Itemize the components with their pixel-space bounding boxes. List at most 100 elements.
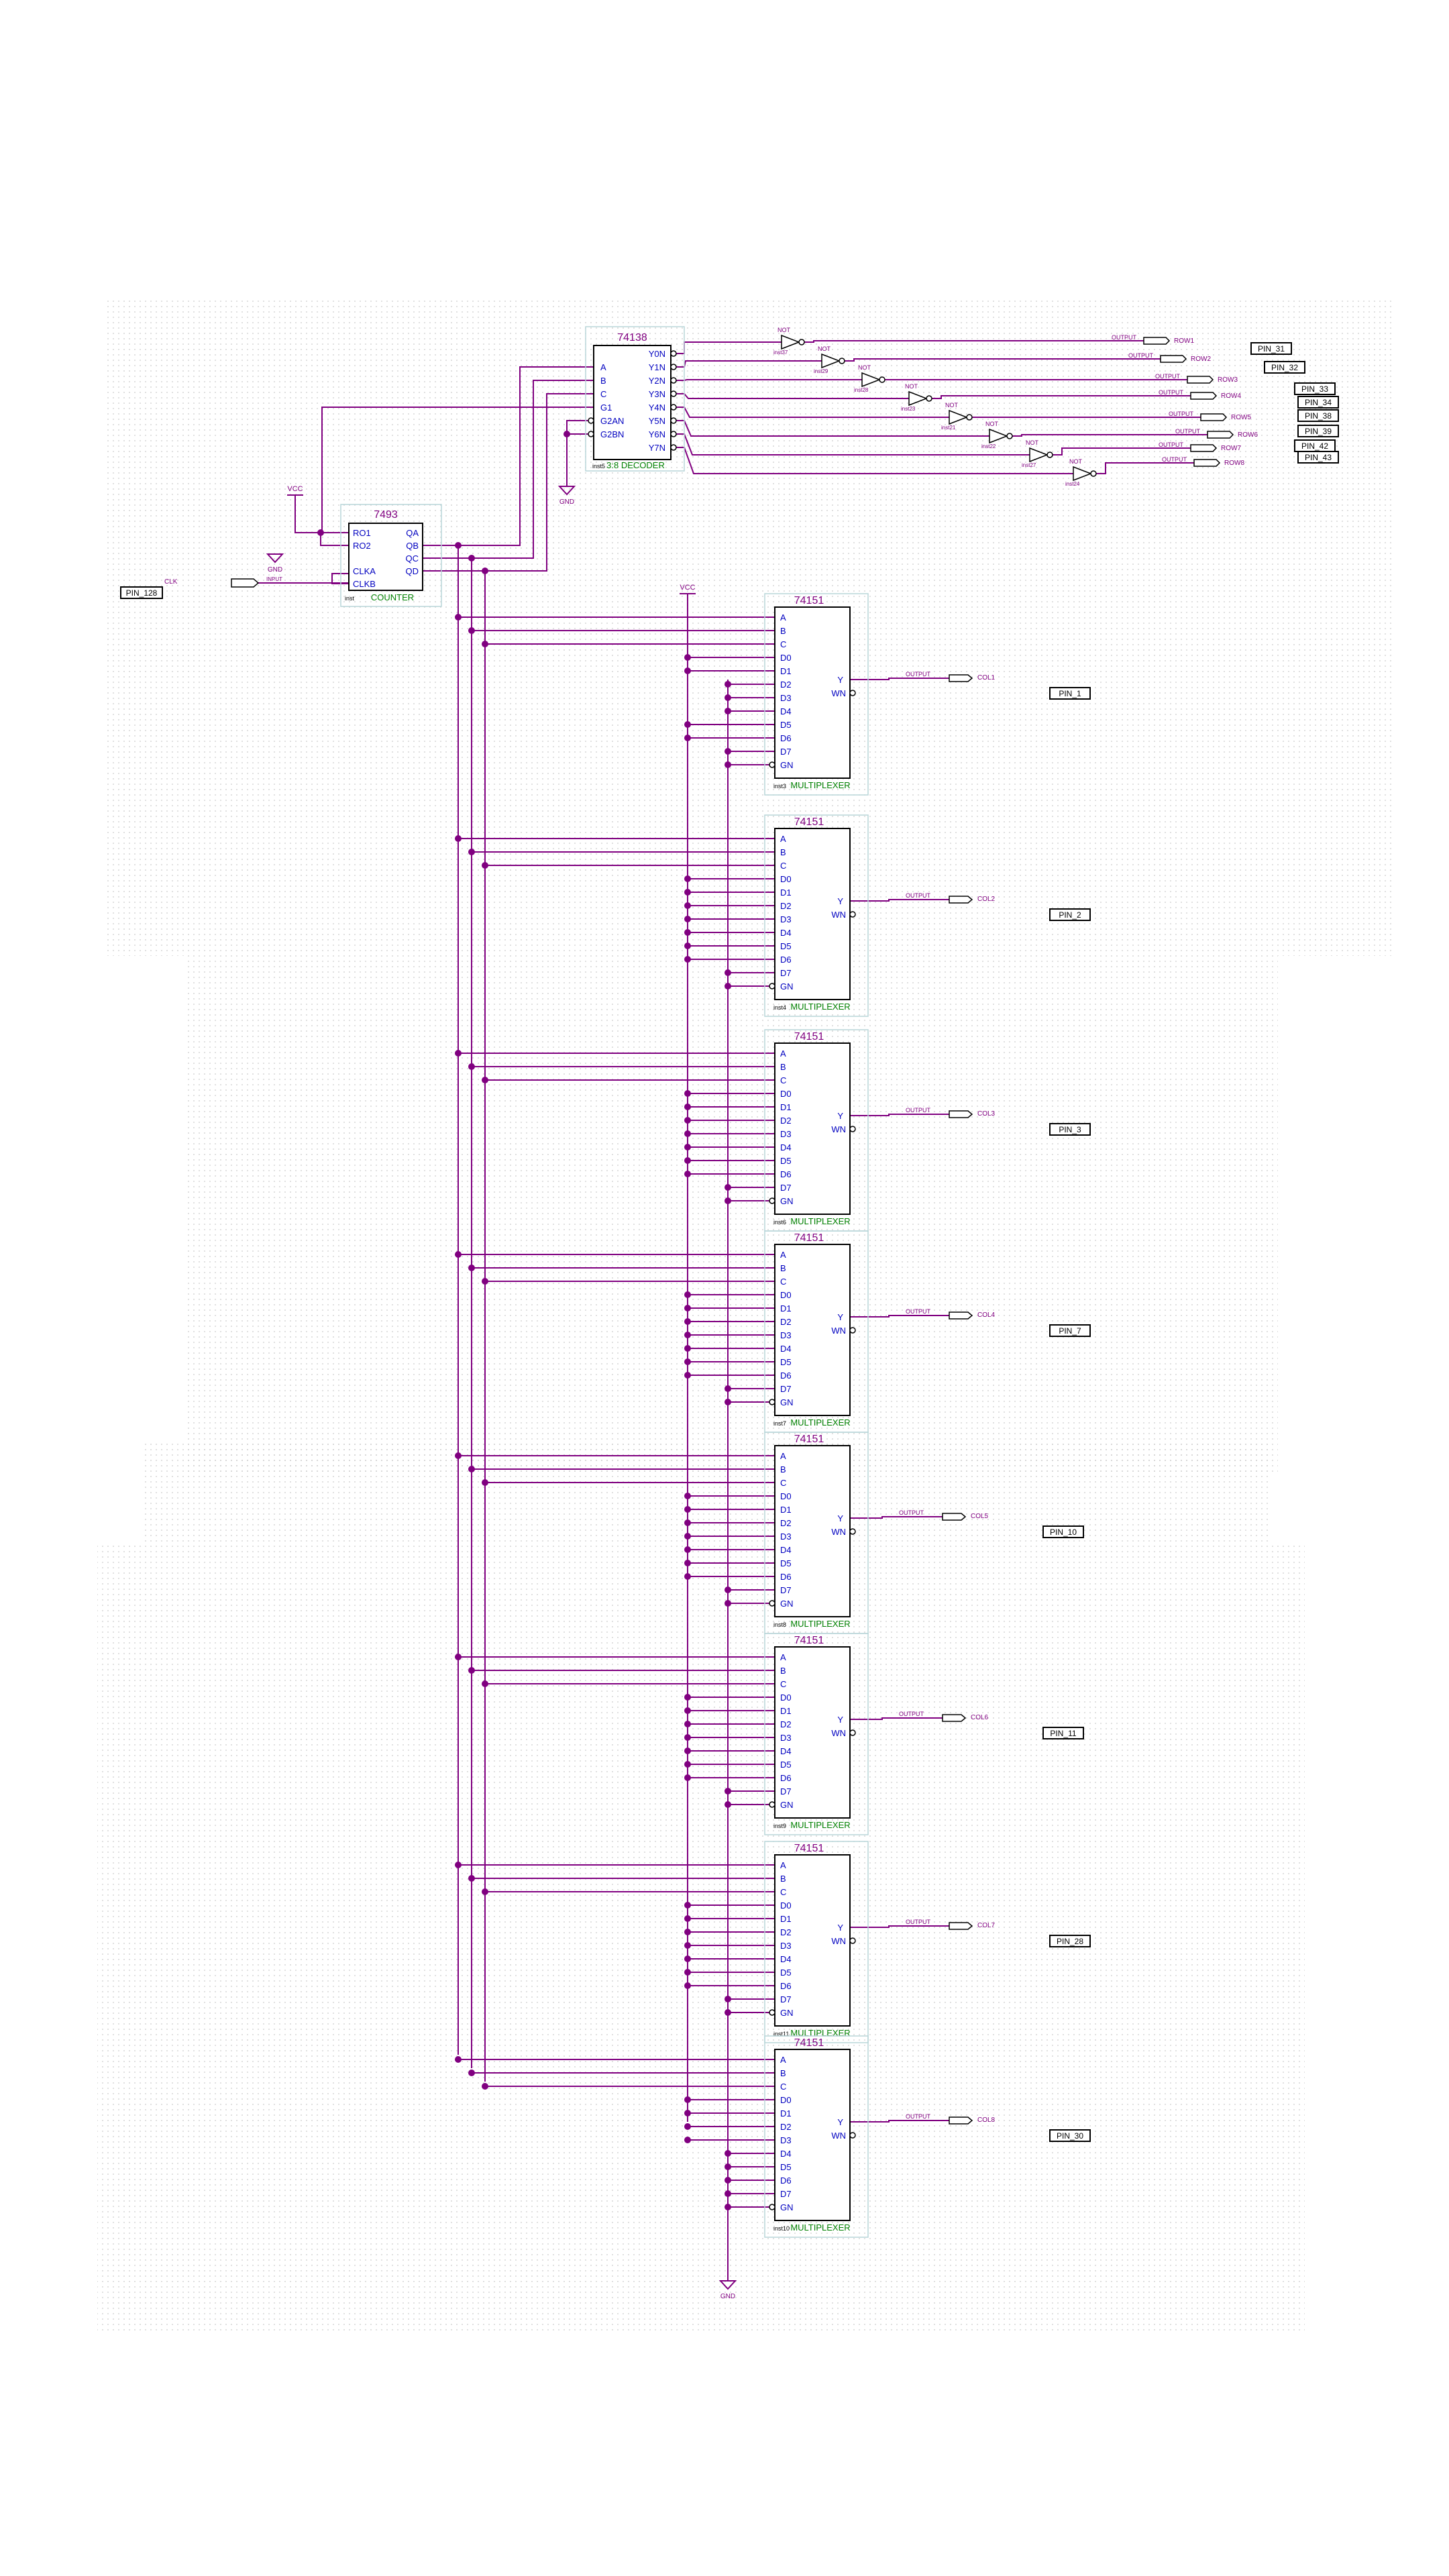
mux-pin-d0: D0: [780, 874, 792, 884]
mux-pin-b: B: [780, 847, 786, 857]
mux-pin-d5: D5: [780, 1156, 792, 1166]
junction-dot: [724, 983, 731, 989]
output-port-label: OUTPUT: [1169, 411, 1194, 417]
inversion-bubble: [769, 1197, 775, 1204]
mux-pin-d3: D3: [780, 1330, 792, 1340]
mux-pin-d1: D1: [780, 1706, 792, 1716]
wire-dec-a: [458, 366, 594, 546]
mux-pin-d7: D7: [780, 1183, 792, 1193]
wire-dec-to-inv-8: [676, 447, 1073, 474]
output-port-label: OUTPUT: [1162, 456, 1187, 463]
pin-box-col-5: [1042, 1525, 1084, 1538]
output-port-row-4: [1190, 392, 1218, 400]
output-port-label: OUTPUT: [1155, 373, 1181, 380]
wire-mux-out-1: [850, 678, 949, 680]
junction-dot: [684, 1157, 691, 1164]
output-port-col-5: [942, 1513, 967, 1521]
inverter-bubble-6: [1006, 433, 1013, 439]
wire-dec-to-inv-5: [676, 407, 949, 418]
inversion-bubble: [769, 761, 775, 768]
inversion-bubble: [670, 364, 677, 370]
mux-pin-d6: D6: [780, 955, 792, 965]
mux-pin-d1: D1: [780, 888, 792, 898]
junction-dot: [684, 1955, 691, 1962]
vcc-label: VCC: [287, 485, 303, 493]
wire-dec-to-inv-2: [676, 360, 822, 368]
junction-dot: [724, 708, 731, 714]
output-port-row-2: [1160, 355, 1187, 363]
mux-pin-wn: WN: [831, 1728, 846, 1738]
junction-dot: [482, 1278, 488, 1285]
junction-dot: [684, 667, 691, 674]
junction-dot: [468, 1265, 475, 1271]
mux-pin-d7: D7: [780, 968, 792, 978]
output-port-col-2: [949, 896, 973, 904]
mux-pin-d1: D1: [780, 666, 792, 676]
grid-background: [97, 299, 1395, 2331]
mux-pin-d0: D0: [780, 1693, 792, 1703]
junction-dot: [684, 1942, 691, 1949]
mux-pin-a: A: [780, 1451, 786, 1461]
wire-dec-to-inv-7: [676, 433, 1030, 455]
pin-label-row-5: PIN_38: [1305, 411, 1332, 421]
output-port-label: OUTPUT: [906, 1919, 931, 1925]
decoder-inst-name: inst5: [592, 463, 605, 470]
col-signal-7: COL7: [977, 1922, 996, 1929]
wire-dec-b: [472, 380, 594, 559]
inverter-1: [781, 334, 801, 350]
mux-pin-d7: D7: [780, 1384, 792, 1394]
inverter-inst-5: inst21: [941, 425, 956, 431]
mux-inst-5: inst8: [773, 1621, 786, 1628]
output-port-row-1: [1143, 337, 1171, 345]
mux-pin-d2: D2: [780, 1317, 792, 1327]
ground-icon: [266, 553, 284, 564]
mux-description-8: MULTIPLEXER: [790, 2222, 850, 2233]
inversion-bubble: [588, 431, 594, 437]
junction-dot: [724, 1600, 731, 1607]
col-signal-5: COL5: [971, 1513, 989, 1520]
mux-pin-wn: WN: [831, 1936, 846, 1946]
inverter-inst-8: inst24: [1065, 481, 1080, 487]
ground-icon: [718, 2280, 737, 2290]
junction-dot: [684, 1902, 691, 1909]
inversion-bubble: [769, 1399, 775, 1405]
junction-layer: [317, 431, 731, 2210]
junction-dot: [684, 654, 691, 661]
row-signal-8: ROW8: [1224, 460, 1244, 467]
pin-label-row-3: PIN_33: [1301, 384, 1328, 394]
mux-pin-a: A: [780, 1049, 786, 1059]
wire-dec-to-inv-4: [676, 393, 909, 399]
junction-dot: [724, 2190, 731, 2197]
pin-label-col-2: PIN_2: [1059, 910, 1081, 920]
mux-description-2: MULTIPLEXER: [790, 1002, 850, 1012]
junction-dot: [684, 1090, 691, 1097]
mux-pin-d7: D7: [780, 1994, 792, 2004]
decoder-pin-c: C: [600, 389, 606, 399]
inversion-bubble: [670, 444, 677, 451]
junction-dot: [684, 875, 691, 882]
junction-dot: [724, 2204, 731, 2210]
mux-description-1: MULTIPLEXER: [790, 780, 850, 790]
mux-frame-2: [764, 814, 869, 1017]
mux-inst-7: inst11: [773, 2031, 789, 2037]
junction-dot: [684, 2123, 691, 2130]
junction-dot: [468, 555, 475, 561]
mux-pin-b: B: [780, 1874, 786, 1884]
mux-pin-b: B: [780, 1263, 786, 1273]
junction-dot: [724, 1184, 731, 1191]
mux-pin-b: B: [780, 1464, 786, 1474]
junction-dot: [684, 943, 691, 949]
junction-dot: [684, 1734, 691, 1741]
inversion-bubble: [769, 2009, 775, 2016]
mux-pin-d6: D6: [780, 1169, 792, 1179]
decoder-pin-g1: G1: [600, 402, 612, 413]
mux-pin-b: B: [780, 1062, 786, 1072]
mux-pin-d3: D3: [780, 693, 792, 703]
mux-pin-d3: D3: [780, 914, 792, 924]
mux-pin-d7: D7: [780, 2189, 792, 2199]
inverter-label-5: NOT: [945, 402, 959, 409]
pin-box-row-3: [1294, 382, 1336, 395]
junction-dot: [482, 1077, 488, 1083]
mux-pin-gn: GN: [780, 2202, 794, 2212]
mux-pin-d4: D4: [780, 2149, 792, 2159]
